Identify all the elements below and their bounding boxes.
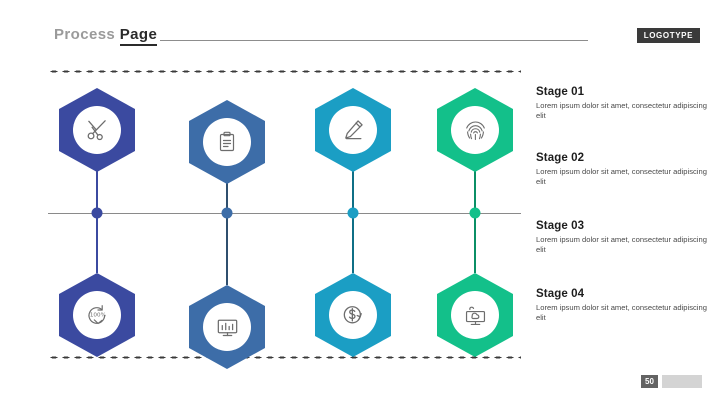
connector-line-bottom-2: [226, 213, 228, 285]
slide-header: Process Page LOGOTYPE: [0, 26, 710, 52]
page-number-badge: 50: [641, 375, 658, 388]
dollar-refresh-icon: [329, 291, 377, 339]
stage-title-3: Stage 03: [536, 220, 585, 232]
stage-item-1[interactable]: Stage 01 Lorem ipsum dolor sit amet, con…: [536, 86, 710, 122]
process-column-2: [162, 0, 292, 400]
axis-dot-2[interactable]: [221, 207, 233, 219]
hundred-percent-refresh-icon: 100%: [73, 291, 121, 339]
connector-line-bottom-1: [96, 213, 98, 273]
stage-title-2: Stage 02: [536, 152, 585, 164]
stage-item-3[interactable]: Stage 03 Lorem ipsum dolor sit amet, con…: [536, 220, 710, 256]
axis-dot-1[interactable]: [91, 207, 103, 219]
stage-description-2: Lorem ipsum dolor sit amet, consectetur …: [536, 167, 707, 187]
timeline-axis: [48, 213, 521, 214]
hex-node-2-bottom[interactable]: [189, 285, 265, 369]
process-column-4: [410, 0, 540, 400]
hex-node-4-top[interactable]: [437, 88, 513, 172]
page-title-light: Process: [54, 26, 116, 43]
dotted-rule-top: [48, 70, 521, 73]
hex-node-4-bottom[interactable]: [437, 273, 513, 357]
hex-node-1-top[interactable]: [59, 88, 135, 172]
page-title-bold: Page: [119, 26, 158, 46]
stage-description-1: Lorem ipsum dolor sit amet, consectetur …: [536, 101, 707, 121]
monitor-cloud-icon: [451, 291, 499, 339]
stage-list: Stage 01 Lorem ipsum dolor sit amet, con…: [536, 0, 710, 400]
connector-line-top-3: [352, 170, 354, 213]
pencil-icon: [329, 106, 377, 154]
hex-node-3-top[interactable]: [315, 88, 391, 172]
connector-line-bottom-4: [474, 213, 476, 273]
process-column-3: [288, 0, 418, 400]
hex-node-2-top[interactable]: [189, 100, 265, 184]
stage-title-1: Stage 01: [536, 86, 585, 98]
connector-line-top-4: [474, 170, 476, 213]
title-divider: [160, 40, 588, 41]
stage-description-4: Lorem ipsum dolor sit amet, consectetur …: [536, 303, 707, 323]
fingerprint-icon: [451, 106, 499, 154]
scissors-icon: [73, 106, 121, 154]
axis-dot-3[interactable]: [347, 207, 359, 219]
clipboard-icon: [203, 118, 251, 166]
connector-line-top-2: [226, 182, 228, 213]
stage-item-4[interactable]: Stage 04 Lorem ipsum dolor sit amet, con…: [536, 288, 710, 324]
page-title: Process Page: [54, 26, 158, 46]
connector-line-bottom-3: [352, 213, 354, 273]
logotype-badge: LOGOTYPE: [636, 28, 700, 43]
hex-node-1-bottom[interactable]: 100%: [59, 273, 135, 357]
stage-item-2[interactable]: Stage 02 Lorem ipsum dolor sit amet, con…: [536, 152, 710, 188]
connector-line-top-1: [96, 170, 98, 213]
stage-title-4: Stage 04: [536, 288, 585, 300]
svg-text:100%: 100%: [90, 312, 107, 318]
hex-node-3-bottom[interactable]: [315, 273, 391, 357]
axis-dot-4[interactable]: [469, 207, 481, 219]
stage-description-3: Lorem ipsum dolor sit amet, consectetur …: [536, 235, 707, 255]
process-column-1: 100%: [32, 0, 162, 400]
footer-bar: [662, 375, 702, 388]
dotted-rule-bottom: [48, 356, 521, 359]
bar-chart-monitor-icon: [203, 303, 251, 351]
